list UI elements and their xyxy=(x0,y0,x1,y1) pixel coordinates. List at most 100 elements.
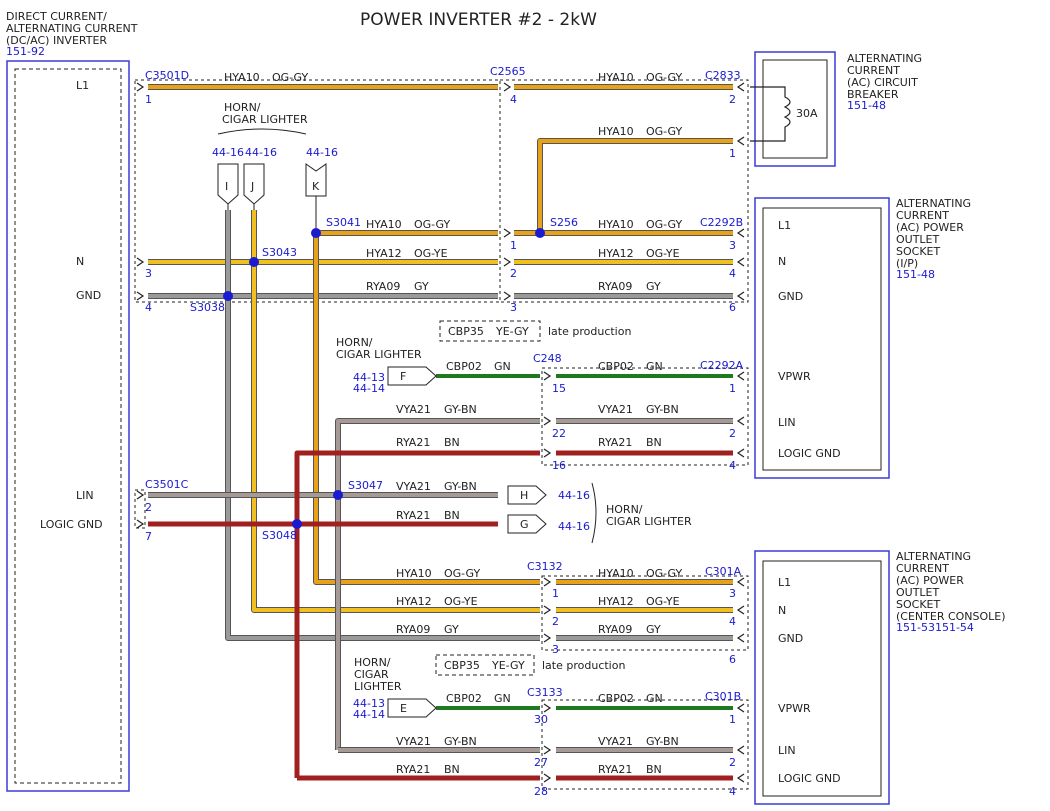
ref-f-1[interactable]: 44-13 xyxy=(353,371,385,384)
color-label: GY-BN xyxy=(646,403,679,416)
conn-c2565: C2565 xyxy=(490,65,526,78)
socket-cc-pin-logic-gnd: LOGIC GND xyxy=(778,772,841,785)
ref-e-1[interactable]: 44-13 xyxy=(353,697,385,710)
flag-j[interactable] xyxy=(243,163,265,205)
flag-f[interactable] xyxy=(387,366,437,386)
socket-ip-ref[interactable]: 151-48 xyxy=(896,268,935,281)
circuit-label: RYA21 xyxy=(396,763,430,776)
ref-g[interactable]: 44-16 xyxy=(558,520,590,533)
color-label: GN xyxy=(494,692,511,705)
color-label: OG-GY xyxy=(414,218,451,231)
circuit-label: VYA21 xyxy=(396,403,431,416)
breaker-name-2: CURRENT xyxy=(847,64,900,77)
flag-g[interactable] xyxy=(507,514,547,534)
ref-e-2[interactable]: 44-14 xyxy=(353,708,385,721)
socket-ip-pin-lin: LIN xyxy=(778,416,796,429)
circuit-label: RYA09 xyxy=(598,280,632,293)
horn-label-1b: CIGAR LIGHTER xyxy=(222,113,308,126)
flag-h[interactable] xyxy=(507,485,547,505)
horn-label-4b: CIGAR xyxy=(354,668,389,681)
socket-ip-name-1: ALTERNATING xyxy=(896,197,971,210)
circuit-label: HYA10 xyxy=(598,125,634,138)
pin: 3 xyxy=(145,267,152,280)
circuit-label: HYA10 xyxy=(598,71,634,84)
color-label: GY xyxy=(646,623,661,636)
color-label: GY-BN xyxy=(646,735,679,748)
circuit-label: RYA09 xyxy=(598,623,632,636)
page-title: POWER INVERTER #2 - 2kW xyxy=(360,10,597,30)
c3133-outline xyxy=(541,699,749,790)
inverter-pin-gnd: GND xyxy=(76,289,101,302)
ref-h[interactable]: 44-16 xyxy=(558,489,590,502)
splice-s3047 xyxy=(333,490,343,500)
socket-cc-pin-lin: LIN xyxy=(778,744,796,757)
breaker-ref[interactable]: 151-48 xyxy=(847,99,886,112)
socket-ip-pin-l1: L1 xyxy=(778,219,791,232)
flag-k[interactable] xyxy=(305,163,327,197)
color-label: GY xyxy=(444,623,459,636)
wire-rya21-s3048[interactable] xyxy=(294,450,540,778)
cbp35-label-2: CBP35 xyxy=(444,659,480,672)
breaker-symbol xyxy=(750,86,791,142)
ye-gy-label-1: YE-GY xyxy=(495,325,529,338)
circuit-label: RYA21 xyxy=(598,763,632,776)
socket-ip-pin-logic-gnd: LOGIC GND xyxy=(778,447,841,460)
circuit-label: HYA10 xyxy=(366,218,402,231)
conn-c2292a: C2292A xyxy=(700,359,744,372)
flag-e[interactable] xyxy=(387,698,437,718)
ref-j[interactable]: 44-16 xyxy=(245,146,277,159)
socket-ip-name-4: OUTLET xyxy=(896,233,940,246)
socket-ip-pin-gnd: GND xyxy=(778,290,803,303)
inverter-pin-logic-gnd: LOGIC GND xyxy=(40,518,103,531)
pin: 2 xyxy=(729,427,736,440)
circuit-label: HYA10 xyxy=(598,218,634,231)
late-production-box-1 xyxy=(439,320,541,342)
color-label: GN xyxy=(646,692,663,705)
horn-label-1a: HORN/ xyxy=(224,101,261,114)
socket-ip-pin-n: N xyxy=(778,255,786,268)
horn-label-3a: HORN/ xyxy=(606,503,643,516)
breaker-inner xyxy=(762,59,828,159)
pin: 1 xyxy=(510,239,517,252)
color-label: GY-BN xyxy=(444,735,477,748)
pin: 3 xyxy=(510,301,517,314)
color-label: GN xyxy=(646,360,663,373)
ref-i[interactable]: 44-16 xyxy=(212,146,244,159)
pin: 4 xyxy=(729,785,736,798)
pin: 2 xyxy=(510,267,517,280)
color-label: OG-GY xyxy=(646,567,683,580)
circuit-label: RYA21 xyxy=(396,509,430,522)
inverter-name-3: (DC/AC) INVERTER xyxy=(6,34,107,47)
ref-f-2[interactable]: 44-14 xyxy=(353,382,385,395)
wire-hya10-s3041-down[interactable] xyxy=(314,233,540,584)
wire-rya09-horn-i[interactable] xyxy=(226,210,540,640)
pin: 1 xyxy=(729,147,736,160)
socket-cc-name-4: OUTLET xyxy=(896,586,940,599)
pin: 2 xyxy=(729,756,736,769)
conn-c3132: C3132 xyxy=(527,560,563,573)
socket-ip-name-2: CURRENT xyxy=(896,209,949,222)
pin: 28 xyxy=(534,785,548,798)
wire-hya10-breaker-out[interactable] xyxy=(538,139,733,233)
flag-i[interactable] xyxy=(217,163,239,205)
horn-brace-1 xyxy=(217,128,307,135)
color-label: BN xyxy=(646,763,662,776)
horn-label-2b: CIGAR LIGHTER xyxy=(336,348,422,361)
socket-ip-pin-vpwr: VPWR xyxy=(778,370,811,383)
wire-vya21-s3047[interactable] xyxy=(336,419,540,750)
pin: 1 xyxy=(729,382,736,395)
pin: 22 xyxy=(552,427,566,440)
color-label: BN xyxy=(444,436,460,449)
socket-cc-ref[interactable]: 151-53151-54 xyxy=(896,621,974,634)
breaker-name-1: ALTERNATING xyxy=(847,52,922,65)
ref-k[interactable]: 44-16 xyxy=(306,146,338,159)
label-s3048: S3048 xyxy=(262,529,297,542)
inverter-pin-l1: L1 xyxy=(76,79,89,92)
inverter-ref[interactable]: 151-92 xyxy=(6,45,45,58)
label-s3041: S3041 xyxy=(326,216,361,229)
wire-hya12-horn-j[interactable] xyxy=(252,210,540,612)
c2565-outline xyxy=(499,79,749,303)
socket-ip-name-6: (I/P) xyxy=(896,257,918,270)
breaker-box xyxy=(754,51,836,167)
socket-cc-inner xyxy=(762,560,882,797)
